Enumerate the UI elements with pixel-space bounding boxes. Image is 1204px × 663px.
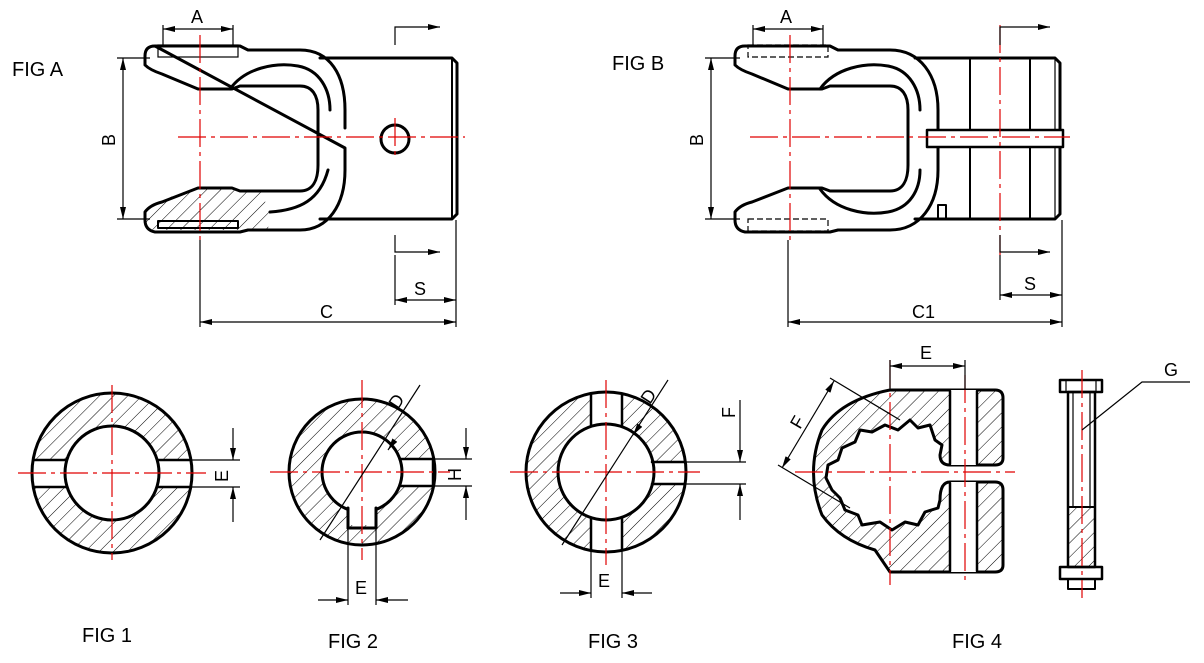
fig-a-lug-arc-lower [268, 168, 330, 214]
fig-b-yoke: FIG B A B C1 S [612, 7, 1070, 327]
dim-e-label-4: E [920, 343, 932, 363]
fig-4-label: FIG 4 [952, 631, 1002, 653]
fig-b-label: FIG B [612, 53, 664, 75]
fig-a-section-hatch [145, 188, 270, 230]
fig-b-slot [925, 128, 1065, 149]
fig-a-lug-arc [228, 63, 332, 112]
dim-b-label-b: B [687, 134, 707, 146]
fig-3-section: D F E FIG 3 [510, 379, 746, 653]
dim-c-label: C [320, 302, 333, 322]
dim-s-label-b: S [1024, 274, 1036, 294]
fig-4-section: E F FIG 4 [777, 343, 1015, 653]
fig-2-label: FIG 2 [328, 631, 378, 653]
fig-a-body [318, 56, 459, 221]
dim-b-label: B [99, 134, 119, 146]
fig-a-label: FIG A [12, 59, 64, 81]
dim-s-label: S [414, 279, 426, 299]
dim-f-label-3: F [719, 407, 739, 418]
fig-2-section: D H E FIG 2 [270, 380, 472, 653]
fig-a-pin-bottom [157, 220, 239, 229]
dim-a-label-b: A [780, 7, 792, 27]
dim-e-label-3: E [598, 571, 610, 591]
fig-a-yoke-outline [143, 44, 347, 234]
dim-a-label: A [191, 7, 203, 27]
fig-3-label: FIG 3 [588, 631, 638, 653]
dim-e-label-2: E [355, 578, 367, 598]
dim-h-label: H [445, 468, 465, 481]
bolt: G [1058, 360, 1190, 598]
dim-e-label-1: E [212, 470, 232, 482]
dim-g-label: G [1164, 360, 1178, 380]
fig-b-yoke-outline [733, 44, 940, 234]
fig-a-yoke: FIG A A B C S [12, 7, 465, 327]
fig-1-section: E FIG 1 [18, 385, 240, 647]
dim-c1-label: C1 [912, 302, 935, 322]
fig-a-pin-hole-top [157, 44, 239, 58]
fig-1-label: FIG 1 [82, 625, 132, 647]
